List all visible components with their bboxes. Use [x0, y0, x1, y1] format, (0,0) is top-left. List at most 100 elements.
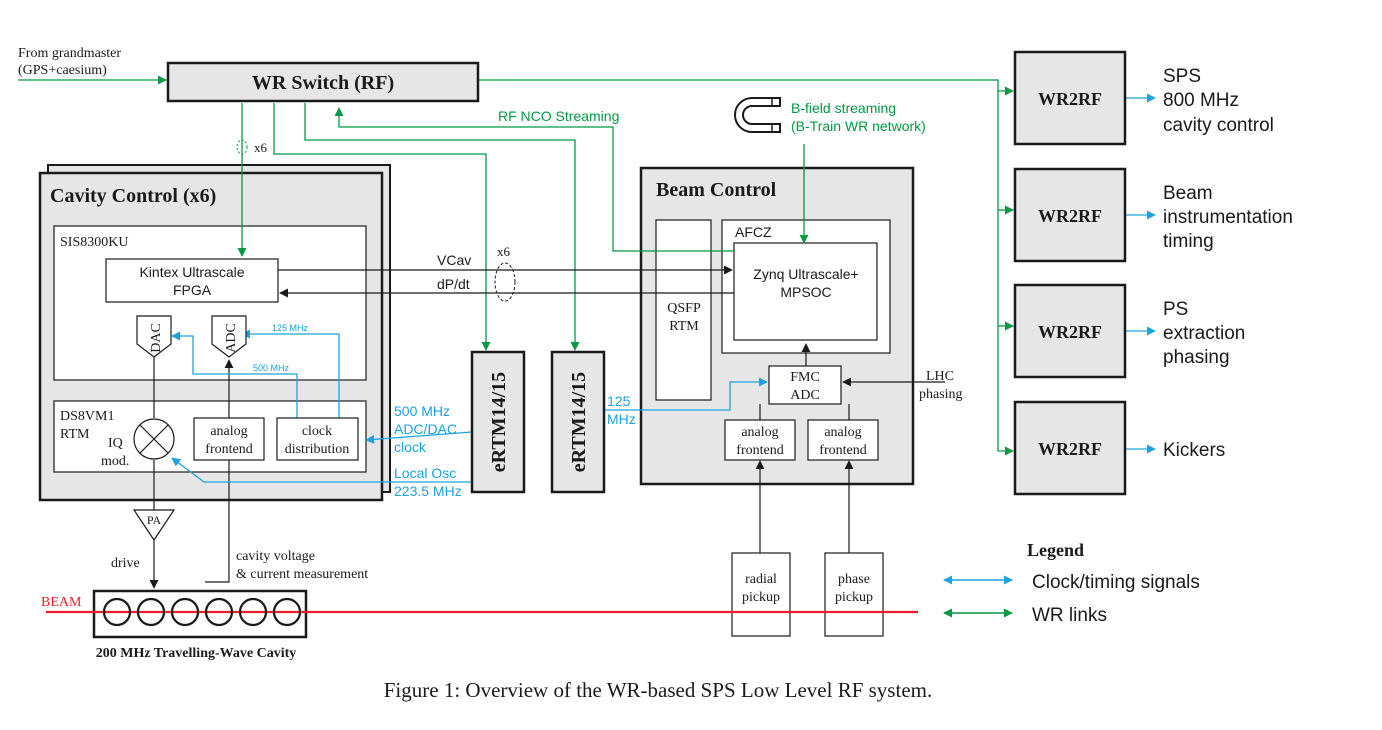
dac-block: [136, 315, 172, 358]
beam-label: BEAM: [41, 595, 82, 610]
zynq-label-2: MPSOC: [780, 284, 831, 300]
clk-125-fmc-line: [604, 377, 768, 411]
clock-distribution-box: [276, 417, 359, 461]
wr2rf-out-1-line-1: SPS: [1163, 66, 1201, 87]
cc-afe-label-1: analog: [210, 424, 247, 439]
clk-125-line: [241, 329, 340, 422]
lhc-label-2: phasing: [919, 387, 963, 402]
adc-label: ADC: [224, 323, 239, 353]
afcz-label: AFCZ: [735, 224, 772, 240]
adc-block: [211, 315, 247, 358]
wr2rf-box-1: [1013, 50, 1127, 146]
ds8vm1-label-1: DS8VM1: [60, 409, 114, 424]
ertm-box-1: [470, 350, 526, 494]
bc-analog-frontend-2: [807, 419, 879, 461]
mhz125-label-1: 125: [607, 393, 631, 409]
clockdist-label-2: distribution: [285, 442, 350, 457]
wr2rf-out-4-line-1: Kickers: [1163, 440, 1225, 461]
wr2rf-out-3-line-2: extraction: [1163, 323, 1245, 344]
wr2rf-out-2-line-1: Beam: [1163, 183, 1213, 204]
wr-switch-box: [166, 61, 480, 103]
qsfp-label-2: RTM: [669, 319, 699, 334]
beam-control-title: Beam Control: [656, 179, 777, 201]
cavity-meas-label-1: cavity voltage: [236, 549, 315, 564]
sis8300-box: [53, 225, 367, 381]
ertm-label-2: eRTM14/15: [568, 372, 590, 472]
wr2rf-group: WR2RF WR2RF WR2RF WR2RF: [1013, 50, 1127, 496]
x6-mid-label: x6: [497, 244, 511, 259]
cavity-control-title: Cavity Control (x6): [50, 185, 216, 207]
ds8vm1-label-2: RTM: [60, 427, 90, 442]
wr2rf-box-2: [1013, 167, 1127, 263]
clk-500-label: 500 MHz: [253, 363, 290, 373]
zynq-label-1: Zynq Ultrascale+: [753, 266, 858, 282]
phase-label-1: phase: [838, 572, 870, 587]
sis8300-label: SIS8300KU: [60, 235, 128, 250]
legend-title: Legend: [1027, 540, 1084, 560]
wr-links: [18, 75, 1014, 456]
drive-label: drive: [111, 556, 140, 571]
dpdt-label: dP/dt: [437, 276, 470, 292]
clk-in-label-2: ADC/DAC: [394, 421, 457, 437]
fpga-label-1: Kintex Ultrascale: [139, 264, 244, 280]
wr2rf-out-2-line-3: timing: [1163, 231, 1214, 252]
fmc-label-2: ADC: [790, 388, 820, 403]
local-osc-line: [171, 457, 472, 483]
source-label-1: From grandmaster: [18, 46, 121, 61]
wr2rf-label-1: WR2RF: [1038, 89, 1102, 109]
bc-afe2-label-2: frontend: [819, 443, 866, 458]
signal-lines: [149, 265, 945, 589]
wr2rf-label-2: WR2RF: [1038, 206, 1102, 226]
bfield-label-2: (B-Train WR network): [791, 118, 926, 134]
clk-125-label: 125 MHz: [272, 323, 309, 333]
vcav-label: VCav: [437, 252, 471, 268]
bc-analog-frontend-1: [724, 419, 796, 461]
wr2rf-out-3-line-3: phasing: [1163, 347, 1230, 368]
wr-switch-label: WR Switch (RF): [252, 72, 394, 94]
wr2rf-box-4: [1013, 400, 1127, 496]
bc-afe1-label-1: analog: [741, 425, 778, 440]
wr2rf-label-4: WR2RF: [1038, 439, 1102, 459]
x6-top-label: x6: [254, 140, 268, 155]
clockdist-label-1: clock: [302, 424, 332, 439]
wr-link-wr2rf-1: [478, 79, 1014, 96]
cavity-cells: [102, 597, 302, 627]
fmc-label-1: FMC: [790, 370, 820, 385]
clk-in-label-3: clock: [394, 439, 427, 455]
wr2rf-label-3: WR2RF: [1038, 322, 1102, 342]
fmc-adc-box: [768, 365, 842, 405]
mhz125-label-2: MHz: [607, 411, 636, 427]
iq-label-2: mod.: [101, 454, 129, 469]
bc-afe1-label-2: frontend: [736, 443, 783, 458]
clk-in-line: [365, 431, 473, 444]
nco-streaming-label: RF NCO Streaming: [498, 108, 619, 124]
clock-lines: [171, 93, 1156, 483]
wr2rf-out-2-line-2: instrumentation: [1163, 207, 1293, 228]
iq-mixer-icon: [133, 418, 175, 460]
bfield-label-1: B-field streaming: [791, 100, 896, 116]
clk-in-label-1: 500 MHz: [394, 403, 450, 419]
pa-amplifier: [132, 509, 176, 542]
phase-pickup-box: [824, 552, 884, 637]
dac-label: DAC: [149, 323, 164, 353]
qsfp-rtm-box: [655, 219, 712, 401]
x6-bundle-mark: [236, 139, 248, 155]
lhc-label-1: LHC: [926, 369, 954, 384]
cc-analog-frontend-box: [193, 417, 265, 461]
cavity-meas-label-2: & current measurement: [236, 567, 368, 582]
wr2rf-out-3-line-1: PS: [1163, 299, 1188, 320]
ertm-label-1: eRTM14/15: [488, 372, 510, 472]
x6-bundle-mid: [494, 262, 516, 302]
cavity-name-label: 200 MHz Travelling-Wave Cavity: [96, 646, 297, 661]
source-label-2: (GPS+caesium): [18, 63, 107, 78]
phase-label-2: pickup: [835, 590, 873, 605]
fpga-box: [105, 258, 279, 303]
cc-afe-label-2: frontend: [205, 442, 252, 457]
magnet-icon: [734, 97, 781, 133]
wr-link-bus: [997, 91, 1014, 456]
wr2rf-box-3: [1013, 283, 1127, 379]
wr2rf-out-1-line-3: cavity control: [1163, 115, 1274, 136]
wr2rf-out-1-line-2: 800 MHz: [1163, 90, 1239, 111]
ertm-box-2: [550, 350, 606, 494]
